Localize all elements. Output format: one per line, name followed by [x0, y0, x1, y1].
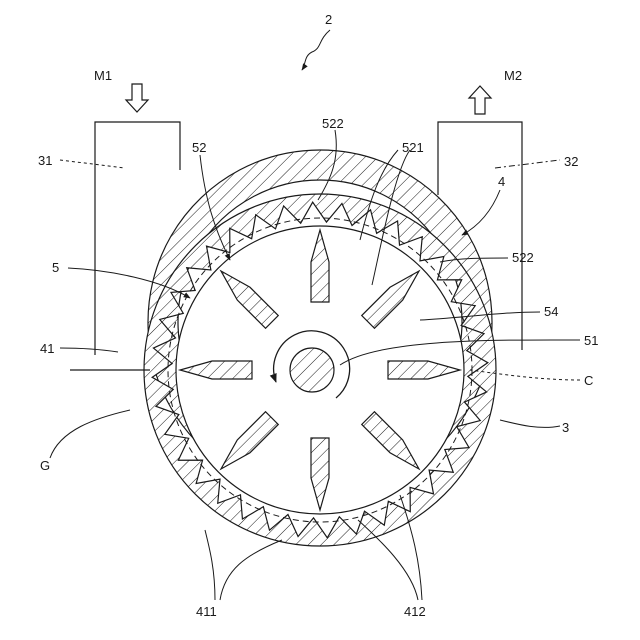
- label-3: 3: [562, 420, 569, 435]
- inflow-arrow-m1-icon: [126, 84, 148, 112]
- label-41: 41: [40, 341, 54, 356]
- label-m1: M1: [94, 68, 112, 83]
- label-5: 5: [52, 260, 59, 275]
- label-4: 4: [498, 174, 505, 189]
- label-31: 31: [38, 153, 52, 168]
- label-g: G: [40, 458, 50, 473]
- figure-pointer-arrow: [302, 30, 330, 70]
- label-54: 54: [544, 304, 558, 319]
- label-522-top: 522: [322, 116, 344, 131]
- label-522-right: 522: [512, 250, 534, 265]
- label-52: 52: [192, 140, 206, 155]
- label-32: 32: [564, 154, 578, 169]
- label-m2: M2: [504, 68, 522, 83]
- label-412: 412: [404, 604, 426, 619]
- outflow-arrow-m2-icon: [469, 86, 491, 114]
- label-c: C: [584, 373, 593, 388]
- label-411: 411: [196, 604, 217, 619]
- shaft-51: [290, 348, 334, 392]
- figure-number: 2: [325, 12, 332, 27]
- label-521: 521: [402, 140, 424, 155]
- label-51: 51: [584, 333, 598, 348]
